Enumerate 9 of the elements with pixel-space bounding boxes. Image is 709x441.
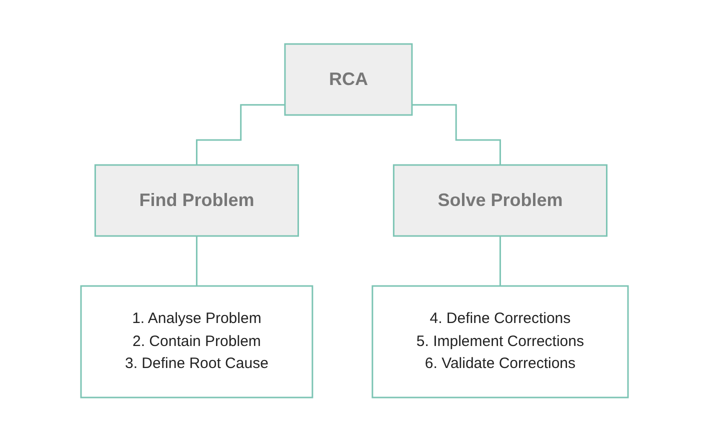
- node-box: Find Problem: [94, 164, 299, 236]
- connector: [412, 104, 501, 166]
- node-box: 1. Analyse Problem 2. Contain Problem 3. Define Root Cause: [80, 285, 314, 398]
- node-box: Solve Problem: [392, 164, 608, 236]
- node-box: RCA: [284, 43, 413, 116]
- connector: [196, 104, 285, 166]
- connector: [499, 235, 501, 286]
- connector: [196, 235, 198, 286]
- node-box: 4. Define Corrections 5. Implement Corrections 6. Validate Corrections: [372, 285, 629, 398]
